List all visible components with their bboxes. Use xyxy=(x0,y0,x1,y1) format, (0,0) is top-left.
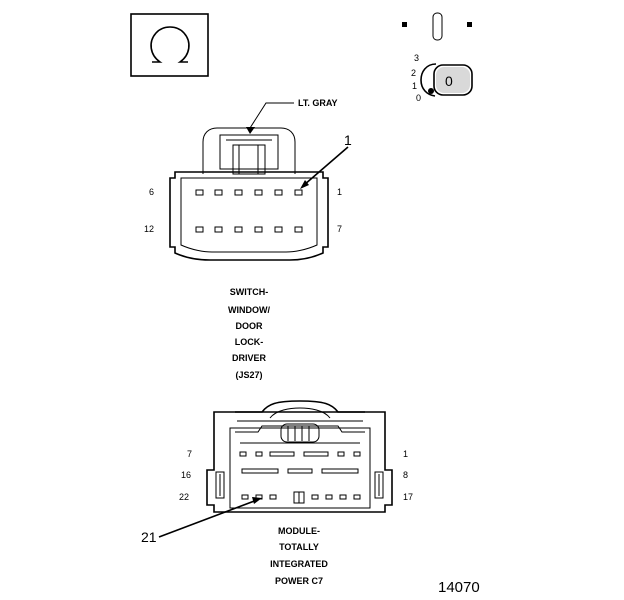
c7-pin-row2-right: 8 xyxy=(403,470,408,480)
c1-pin-bottom-right: 7 xyxy=(337,224,342,234)
c7-callout: 21 xyxy=(141,529,157,545)
svg-text:MODULE-: MODULE- xyxy=(278,526,320,536)
c1-pin-bottom-left: 12 xyxy=(144,224,154,234)
svg-text:INTEGRATED: INTEGRATED xyxy=(270,559,328,569)
svg-text:DOOR: DOOR xyxy=(236,321,264,331)
key-letter: 0 xyxy=(445,73,453,89)
svg-text:DRIVER: DRIVER xyxy=(232,353,267,363)
omega-symbol-icon xyxy=(130,13,209,77)
c7-pin-row2-left: 16 xyxy=(181,470,191,480)
svg-text:POWER C7: POWER C7 xyxy=(275,576,323,586)
c1-callout: 1 xyxy=(344,132,352,148)
svg-text:(JS27): (JS27) xyxy=(235,370,262,380)
svg-text:SWITCH-: SWITCH- xyxy=(230,287,269,297)
key-position-2: 2 xyxy=(411,68,416,78)
key-position-3: 3 xyxy=(414,53,419,63)
svg-text:TOTALLY: TOTALLY xyxy=(279,542,319,552)
c1-pin-top-right: 1 xyxy=(337,187,342,197)
figure-number: 14070 xyxy=(438,579,480,596)
wire-color-label: LT. GRAY xyxy=(298,98,338,108)
svg-text:LOCK-: LOCK- xyxy=(235,337,264,347)
c7-pin-row3-left: 22 xyxy=(179,492,189,502)
c7-pin-row3-right: 17 xyxy=(403,492,413,502)
svg-text:WINDOW/: WINDOW/ xyxy=(228,305,270,315)
connector-c7: 7 1 16 8 22 17 21 MODULE- TOTALLY INTEGR… xyxy=(141,400,413,586)
c7-pin-row1-right: 1 xyxy=(403,449,408,459)
c7-pin-row1-left: 7 xyxy=(187,449,192,459)
connector2-name: MODULE- TOTALLY INTEGRATED POWER C7 xyxy=(270,526,328,586)
ignition-key-icon: 3 2 1 0 0 xyxy=(402,12,473,103)
key-position-0: 0 xyxy=(416,93,421,103)
c1-pin-top-left: 6 xyxy=(149,187,154,197)
key-position-1: 1 xyxy=(412,81,417,91)
connector-js27: LT. GRAY 6 1 12 7 1 xyxy=(144,98,352,380)
connector1-name: SWITCH- WINDOW/ DOOR LOCK- DRIVER (JS27) xyxy=(228,287,270,380)
